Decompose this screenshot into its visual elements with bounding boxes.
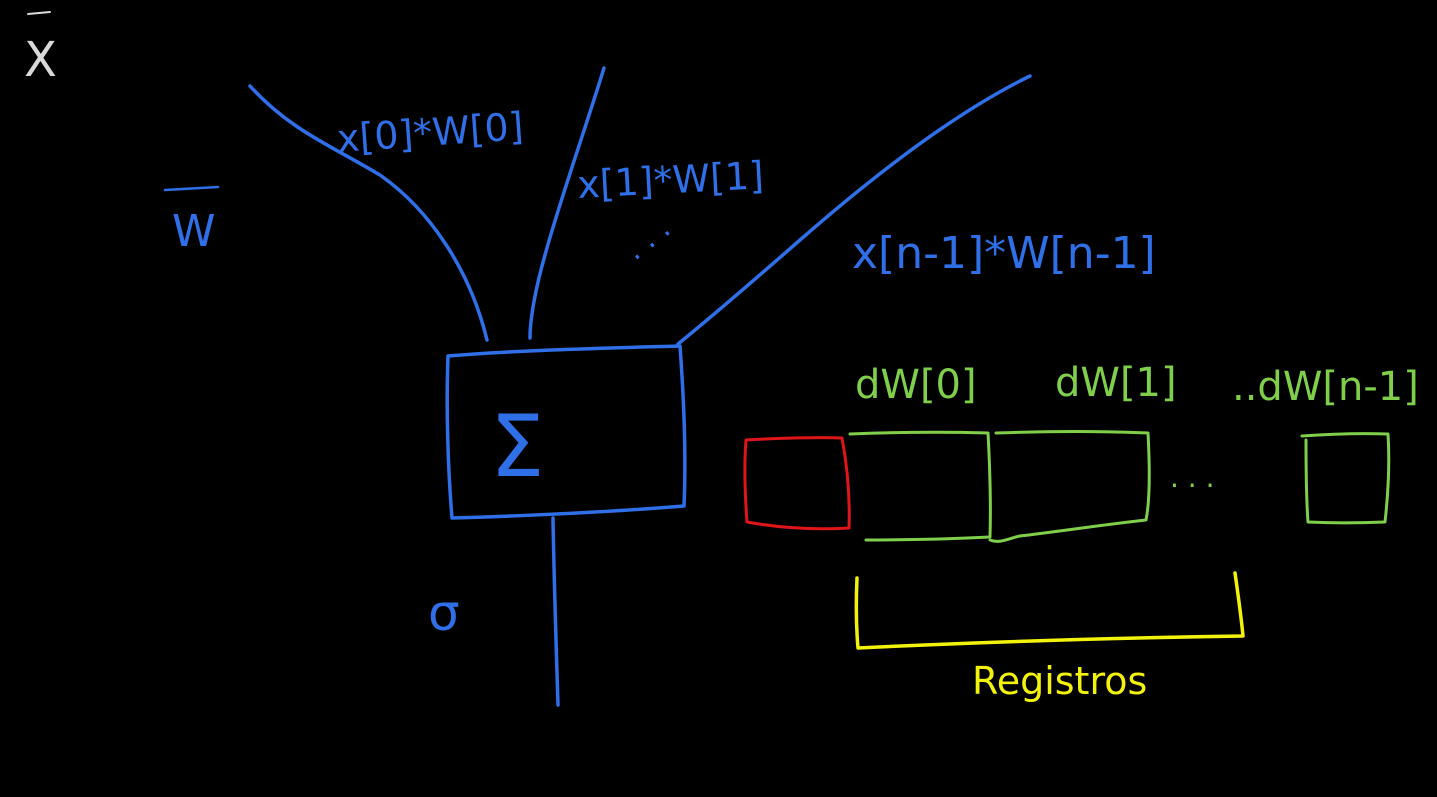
input-line-0	[248, 84, 489, 342]
input-label-last: x[n-1]*W[n-1]	[852, 228, 1156, 279]
sum-symbol: Σ	[490, 397, 544, 497]
input-line-last	[676, 74, 1032, 346]
registers-label: Registros	[972, 659, 1147, 703]
dw-label-1: dW[1]	[1055, 360, 1177, 406]
w-overline	[163, 185, 220, 192]
green-register-cell-last	[1300, 432, 1391, 525]
cells-ellipsis: · · ·	[1170, 469, 1215, 502]
dw-label-0: dW[0]	[855, 362, 977, 408]
green-register-cell-0	[848, 430, 992, 542]
sum-node-box	[445, 344, 687, 520]
w-vector-label-group: W	[163, 185, 220, 257]
green-register-cell-1	[988, 430, 1151, 543]
x-vector-label: X	[24, 32, 57, 88]
activation-symbol: σ	[428, 584, 460, 642]
output-line	[551, 516, 560, 707]
input-label-0: x[0]*W[0]	[336, 104, 525, 161]
x-vector-label-group: X	[24, 11, 57, 88]
x-overline	[27, 11, 51, 15]
registers-bracket	[854, 571, 1245, 650]
w-vector-label: W	[172, 206, 216, 257]
inputs-ellipsis: · · ·	[623, 217, 682, 274]
input-line-1	[528, 66, 606, 340]
red-register-cell	[743, 436, 851, 531]
input-label-1: x[1]*W[1]	[576, 153, 765, 207]
dw-label-last: ..dW[n-1]	[1232, 364, 1419, 410]
